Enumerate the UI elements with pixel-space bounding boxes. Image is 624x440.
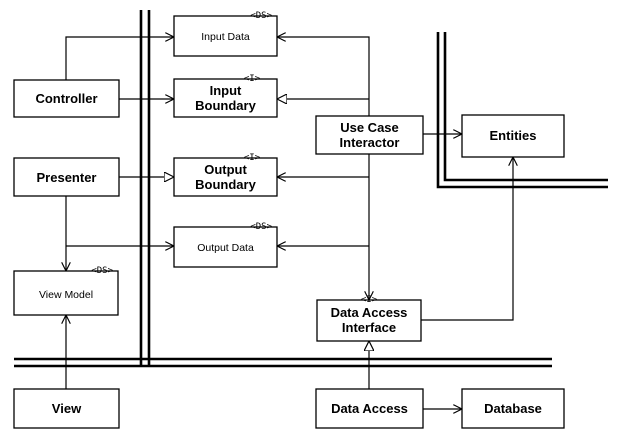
box-frame xyxy=(315,388,424,429)
box-output-data: Output Data <DS> xyxy=(173,222,278,268)
box-data-access: Data Access xyxy=(315,388,424,429)
controller-label: Controller xyxy=(35,91,97,106)
box-frame xyxy=(13,388,120,429)
box-view-model: View Model <DS> xyxy=(13,266,119,316)
box-frame xyxy=(13,270,119,316)
data-access-label: Data Access xyxy=(331,401,408,416)
box-presenter: Presenter xyxy=(13,157,120,197)
output-boundary-label: Boundary xyxy=(195,177,256,192)
output-data-stereotype: <DS> xyxy=(250,222,272,232)
box-frame xyxy=(13,157,120,197)
view-label: View xyxy=(52,401,82,416)
box-database: Database xyxy=(461,388,565,429)
use-case-interactor-label: Use Case xyxy=(340,120,399,135)
output-boundary-label: Output xyxy=(204,162,247,177)
input-boundary-stereotype: <I> xyxy=(244,74,261,84)
box-frame xyxy=(13,79,120,118)
box-view: View xyxy=(13,388,120,429)
box-frame xyxy=(461,114,565,158)
entities-boundary-line-2 xyxy=(443,32,608,182)
view-model-label: View Model xyxy=(39,289,93,301)
box-input-boundary: Input Boundary <I> xyxy=(173,74,278,118)
entities-boundary-line-1 xyxy=(436,32,608,189)
connector-interactor-input-data xyxy=(277,37,370,116)
use-case-interactor-label: Interactor xyxy=(340,135,400,150)
data-access-interface-label: Data Access xyxy=(331,305,408,320)
box-controller: Controller xyxy=(13,79,120,118)
box-frame xyxy=(173,78,278,118)
database-label: Database xyxy=(484,401,542,416)
box-frame xyxy=(461,388,565,429)
box-frame xyxy=(315,115,424,155)
box-entities: Entities xyxy=(461,114,565,158)
input-data-label: Input Data xyxy=(201,31,250,43)
connectors xyxy=(66,37,513,409)
box-frame xyxy=(173,157,278,197)
box-frame xyxy=(173,15,278,57)
input-data-stereotype: <DS> xyxy=(250,11,272,21)
box-data-access-interface: Data Access Interface <I> xyxy=(316,295,422,342)
box-input-data: Input Data <DS> xyxy=(173,11,278,57)
entities-label: Entities xyxy=(490,128,537,143)
connector-data-access-interface-entities xyxy=(421,157,513,321)
output-boundary-stereotype: <I> xyxy=(244,153,261,163)
input-boundary-label: Input xyxy=(210,83,242,98)
box-use-case-interactor: Use Case Interactor xyxy=(315,115,424,155)
connector-controller-input-data xyxy=(65,37,174,80)
presenter-label: Presenter xyxy=(37,170,97,185)
input-boundary-label: Boundary xyxy=(195,98,256,113)
box-frame xyxy=(173,226,278,268)
data-access-interface-stereotype: <I> xyxy=(361,295,378,305)
output-data-label: Output Data xyxy=(197,242,254,254)
architecture-boundaries xyxy=(14,10,608,368)
box-frame xyxy=(316,299,422,342)
box-output-boundary: Output Boundary <I> xyxy=(173,153,278,197)
view-model-stereotype: <DS> xyxy=(91,266,113,276)
data-access-interface-label: Interface xyxy=(342,320,396,335)
